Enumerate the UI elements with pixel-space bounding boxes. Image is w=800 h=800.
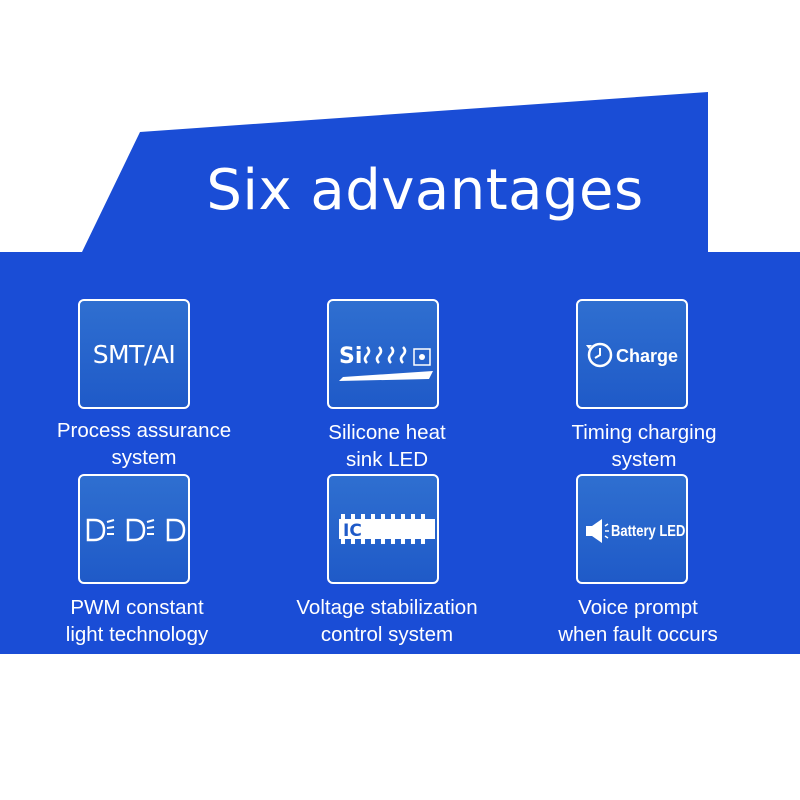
advantage-caption-3: Timing charging system <box>524 419 764 473</box>
silicone-heatsink-icon-card: Si <box>327 299 439 409</box>
caption-line: control system <box>320 623 454 646</box>
pwm-headlight-icon-card <box>78 474 190 584</box>
caption-line: PWM constant <box>70 596 204 619</box>
speaker-battery-led-icon-card: Battery LED <box>576 474 688 584</box>
smt-ai-icon-card: SMT/AI <box>78 299 190 409</box>
advantage-caption-5: Voltage stabilization control system <box>267 594 507 648</box>
timer-charge-icon-card: Charge <box>576 299 688 409</box>
advantage-caption-6: Voice prompt when fault occurs <box>518 594 758 648</box>
advantage-caption-4: PWM constant light technology <box>17 594 257 648</box>
ic-chip-icon-card: IC <box>327 474 439 584</box>
caption-line: sink LED <box>345 448 429 471</box>
caption-line: light technology <box>65 623 209 646</box>
clock-icon <box>586 342 613 368</box>
caption-line: Silicone heat <box>328 421 446 444</box>
speaker-battery-led-icon: Battery LED <box>586 519 685 543</box>
caption-line: Process assurance <box>56 419 232 442</box>
caption-line: system <box>111 446 177 469</box>
advantage-caption-1: Process assurance system <box>24 417 264 471</box>
silicone-heatsink-icon: Si <box>339 344 433 381</box>
caption-line: Voice prompt <box>578 596 698 619</box>
charge-label: Charge <box>616 346 678 366</box>
caption-line: when fault occurs <box>558 623 718 646</box>
pwm-headlight-icon <box>86 518 186 542</box>
caption-line: system <box>611 448 677 471</box>
ic-label: IC <box>343 521 362 541</box>
page-title: Six advantages <box>206 158 644 223</box>
caption-line: Voltage stabilization <box>296 596 478 619</box>
battery-led-label: Battery LED <box>611 523 685 540</box>
speaker-icon <box>586 519 602 543</box>
si-label: Si <box>339 344 362 369</box>
caption-line: Timing charging <box>571 421 717 444</box>
ic-chip-icon: IC <box>339 514 435 544</box>
smt-ai-icon: SMT/AI <box>92 339 176 369</box>
advantage-caption-2: Silicone heat sink LED <box>267 419 507 473</box>
timer-charge-icon: Charge <box>586 342 678 368</box>
